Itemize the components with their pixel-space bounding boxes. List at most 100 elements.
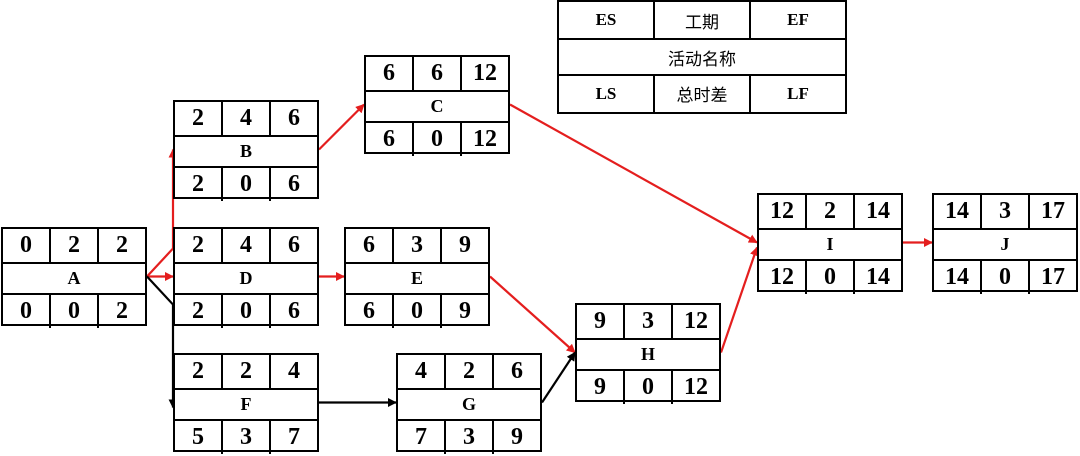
node-a-es: 0 bbox=[20, 232, 32, 258]
node-j-ef: 17 bbox=[1028, 195, 1076, 228]
node-h-name: H bbox=[640, 344, 655, 364]
node-j-name-row: J bbox=[934, 228, 1076, 261]
legend-duration: 工期 bbox=[653, 2, 749, 39]
node-g-total-float: 3 bbox=[444, 421, 492, 454]
edge-h-i bbox=[719, 246, 759, 353]
node-d-lf: 6 bbox=[269, 295, 317, 328]
node-g-name-row: G bbox=[398, 388, 540, 421]
node-d-ef: 6 bbox=[269, 229, 317, 262]
node-a-ls: 0 bbox=[20, 298, 32, 324]
legend-lf: LF bbox=[749, 75, 845, 112]
node-b-es: 2 bbox=[192, 105, 204, 131]
node-j-es: 14 bbox=[945, 198, 969, 224]
node-i-total-float: 0 bbox=[805, 261, 853, 294]
node-a-lf: 2 bbox=[97, 295, 145, 328]
legend-top-row: ES 工期 EF bbox=[559, 2, 845, 39]
node-a-name-row: A bbox=[3, 262, 145, 295]
legend-activity-name: 活动名称 bbox=[668, 49, 736, 70]
node-j-total-float: 0 bbox=[980, 261, 1028, 294]
node-b-duration: 4 bbox=[221, 102, 269, 135]
node-e-ef: 9 bbox=[440, 229, 488, 262]
node-j-name: J bbox=[1000, 234, 1010, 254]
node-j-lf: 17 bbox=[1028, 261, 1076, 294]
node-b-ls: 2 bbox=[192, 171, 204, 197]
node-c-es: 6 bbox=[383, 60, 395, 86]
node-i-lf: 14 bbox=[853, 261, 901, 294]
node-i-es: 12 bbox=[770, 198, 794, 224]
edge-e-h bbox=[489, 275, 576, 354]
node-e-ls: 6 bbox=[363, 298, 375, 324]
node-f-duration: 2 bbox=[221, 355, 269, 388]
node-g-name: G bbox=[461, 394, 476, 414]
node-h-ls: 9 bbox=[594, 374, 606, 400]
node-g-lf: 9 bbox=[492, 421, 540, 454]
node-d-duration: 4 bbox=[221, 229, 269, 262]
legend-bottom-row: LS 总时差 LF bbox=[559, 75, 845, 112]
node-i-ef: 14 bbox=[853, 195, 901, 228]
node-f-es: 2 bbox=[192, 358, 204, 384]
node-a-total-float: 0 bbox=[49, 295, 97, 328]
node-e-name: E bbox=[410, 268, 423, 288]
node-g-duration: 2 bbox=[444, 355, 492, 388]
node-e-name-row: E bbox=[346, 262, 488, 295]
node-f-ls: 5 bbox=[192, 424, 204, 450]
node-e-total-float: 0 bbox=[392, 295, 440, 328]
node-f-name-row: F bbox=[175, 388, 317, 421]
legend-total-float: 总时差 bbox=[653, 75, 749, 112]
node-b-ef: 6 bbox=[269, 102, 317, 135]
legend-table: ES 工期 EF 活动名称 LS 总时差 LF bbox=[557, 0, 847, 114]
node-c-ef: 12 bbox=[460, 57, 508, 90]
node-d-name: D bbox=[239, 268, 253, 288]
legend-ls: LS bbox=[595, 83, 617, 103]
edge-c-i bbox=[509, 103, 758, 244]
node-e-lf: 9 bbox=[440, 295, 488, 328]
node-c-name: C bbox=[430, 96, 444, 116]
node-d-es: 2 bbox=[192, 232, 204, 258]
node-g-es: 4 bbox=[415, 358, 427, 384]
node-e-duration: 3 bbox=[392, 229, 440, 262]
legend-es: ES bbox=[595, 10, 617, 30]
node-c-lf: 12 bbox=[460, 123, 508, 156]
node-f-name: F bbox=[240, 394, 252, 414]
node-b-name: B bbox=[239, 141, 252, 161]
node-a-name: A bbox=[67, 268, 81, 288]
node-d-name-row: D bbox=[175, 262, 317, 295]
legend-middle-row: 活动名称 bbox=[559, 38, 845, 76]
node-c-ls: 6 bbox=[383, 126, 395, 152]
node-f-ef: 4 bbox=[269, 355, 317, 388]
node-b-total-float: 0 bbox=[221, 168, 269, 201]
node-i-duration: 2 bbox=[805, 195, 853, 228]
node-i-name-row: I bbox=[759, 228, 901, 261]
node-c-total-float: 0 bbox=[412, 123, 460, 156]
node-d-ls: 2 bbox=[192, 298, 204, 324]
node-g-ls: 7 bbox=[415, 424, 427, 450]
node-f-total-float: 3 bbox=[221, 421, 269, 454]
node-g-ef: 6 bbox=[492, 355, 540, 388]
